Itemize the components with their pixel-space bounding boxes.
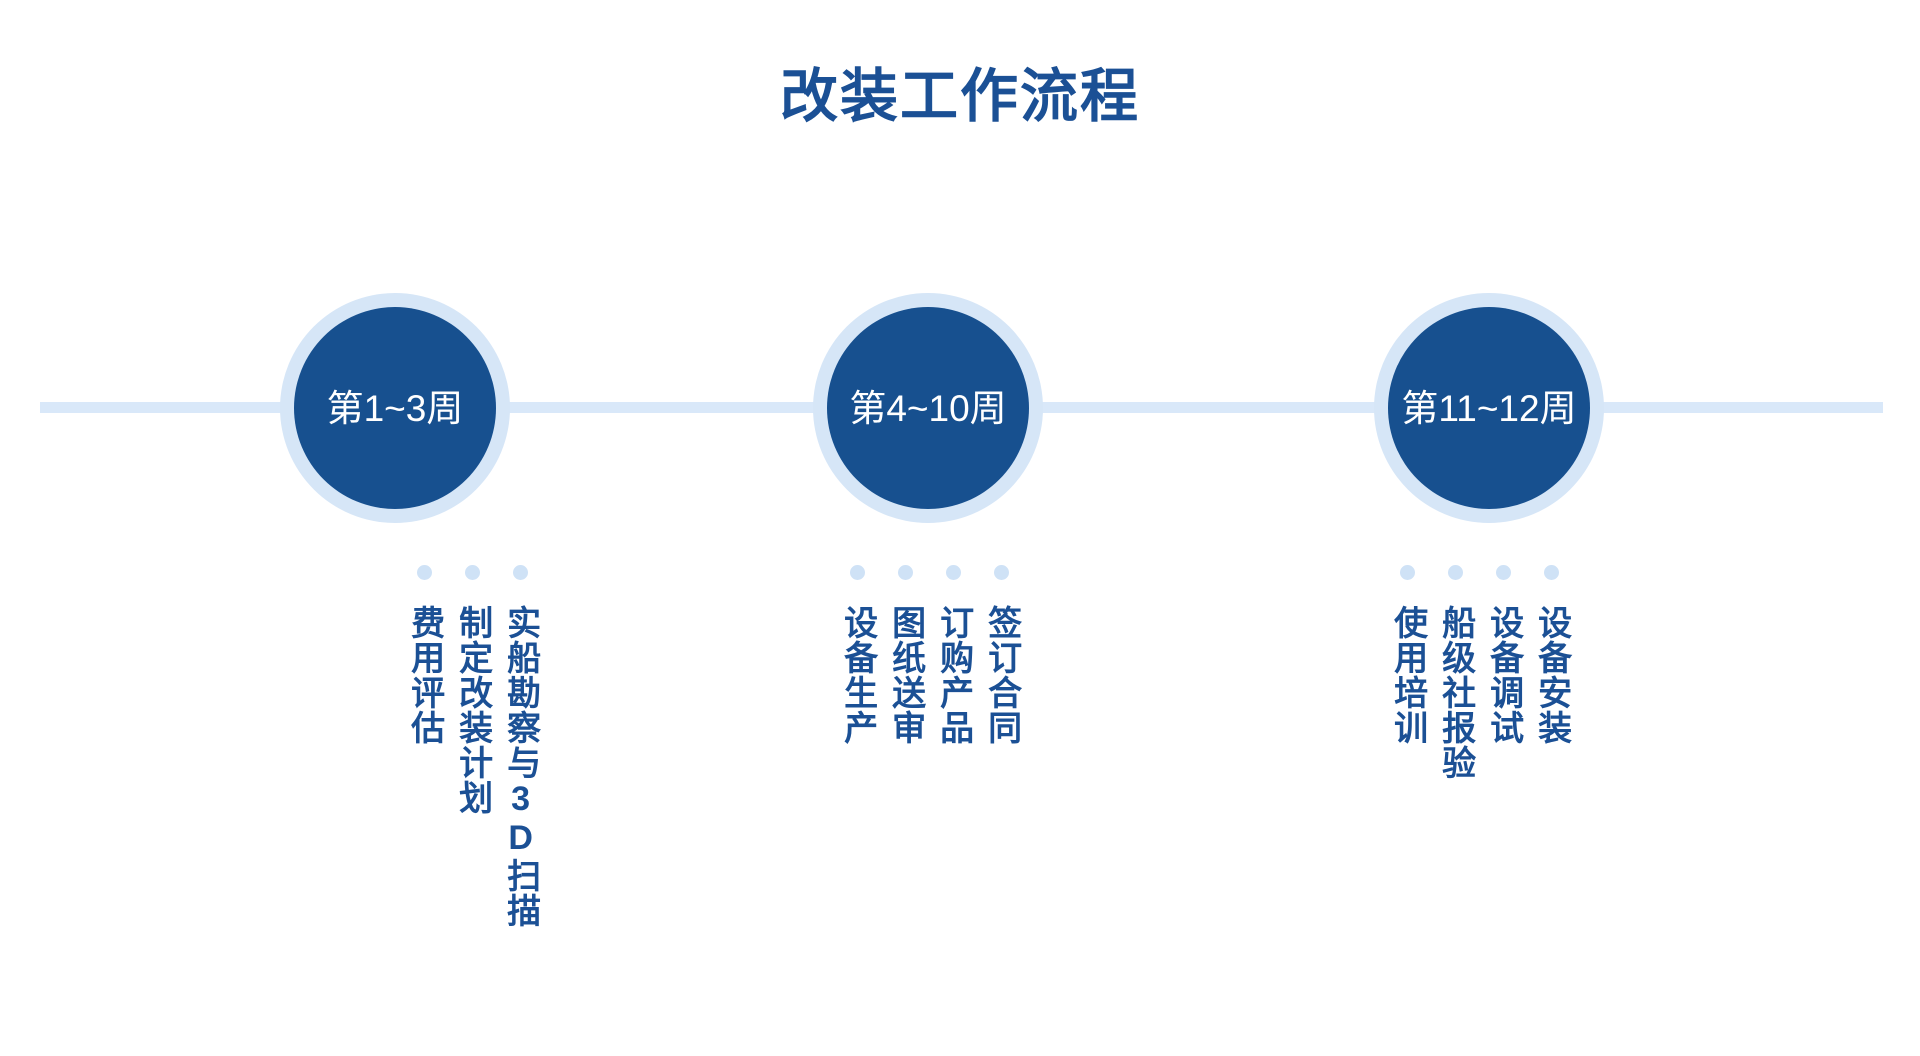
task-label: 设备生产 — [838, 605, 877, 745]
bullet-dot-icon — [897, 565, 913, 580]
bullet-dot-icon — [1495, 565, 1511, 580]
bullet-dot-icon — [416, 565, 432, 580]
task-label: 设备调试 — [1484, 605, 1523, 745]
bullet-dot-icon — [849, 565, 865, 580]
stage-circle-3[interactable]: 第11~12周 — [1374, 293, 1604, 523]
stage-1-task-list: 实船勘察与3D扫描 制定改装计划 费用评估 — [252, 565, 540, 928]
task-label: 图纸送审 — [886, 605, 925, 745]
task-label: 船级社报验 — [1436, 605, 1475, 780]
bullet-dot-icon — [993, 565, 1009, 580]
bullet-dot-icon — [1399, 565, 1415, 580]
task-item[interactable]: 实船勘察与3D扫描 — [502, 565, 540, 928]
stage-period-label-3: 第11~12周 — [1401, 387, 1577, 429]
task-label: 订购产品 — [934, 605, 973, 745]
task-label: 实船勘察与3D扫描 — [501, 605, 540, 928]
bullet-dot-icon — [512, 565, 528, 580]
task-item[interactable]: 签订合同 — [983, 565, 1021, 745]
task-label: 费用评估 — [405, 605, 444, 745]
task-label: 制定改装计划 — [453, 605, 492, 815]
bullet-dot-icon — [464, 565, 480, 580]
stage-3-task-list: 设备安装 设备调试 船级社报验 使用培训 — [1387, 565, 1571, 780]
task-item[interactable]: 设备安装 — [1533, 565, 1571, 745]
bullet-dot-icon — [945, 565, 961, 580]
task-item[interactable]: 设备调试 — [1485, 565, 1523, 745]
bullet-dot-icon — [1543, 565, 1559, 580]
task-item[interactable]: 设备生产 — [839, 565, 877, 745]
stage-period-label-2: 第4~10周 — [849, 387, 1007, 429]
task-label: 使用培训 — [1388, 605, 1427, 745]
task-item[interactable]: 订购产品 — [935, 565, 973, 745]
task-item[interactable]: 船级社报验 — [1437, 565, 1475, 780]
bullet-dot-icon — [1447, 565, 1463, 580]
stage-circle-inner-3: 第11~12周 — [1388, 307, 1590, 509]
stage-circle-2[interactable]: 第4~10周 — [813, 293, 1043, 523]
task-item[interactable]: 图纸送审 — [887, 565, 925, 745]
stage-period-label-1: 第1~3周 — [326, 387, 464, 429]
stage-circle-inner-1: 第1~3周 — [294, 307, 496, 509]
page-title: 改装工作流程 — [779, 63, 1140, 129]
task-item[interactable]: 使用培训 — [1389, 565, 1427, 745]
task-label: 设备安装 — [1532, 605, 1571, 745]
task-label: 签订合同 — [982, 605, 1021, 745]
stage-circle-inner-2: 第4~10周 — [827, 307, 1029, 509]
task-item[interactable]: 费用评估 — [406, 565, 444, 745]
task-item[interactable]: 制定改装计划 — [454, 565, 492, 815]
stage-2-task-list: 签订合同 订购产品 图纸送审 设备生产 — [837, 565, 1021, 745]
stage-circle-1[interactable]: 第1~3周 — [280, 293, 510, 523]
